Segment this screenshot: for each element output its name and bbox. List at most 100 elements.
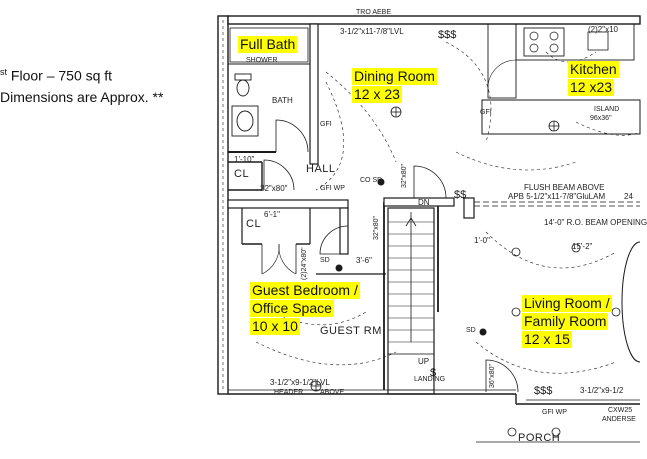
apb-24-label: 24 [624, 192, 633, 201]
dim-1-10: 1'-10" [234, 155, 255, 164]
hall-wall-horizontal [227, 199, 349, 209]
burner-2 [549, 31, 559, 41]
sd-dot-living [479, 328, 487, 336]
plan-top-beam: 3-1/2"x11-7/8"LVL [340, 27, 404, 36]
stair-up-label: UP [418, 357, 430, 366]
switch-symbols: $$$ $$ $ $$$ [430, 29, 552, 397]
bath-door-swing [275, 119, 309, 153]
floor-plan: $$$ $$ $ $$$ TRO AEBE 3-1/2"x11-7/8"LVL … [216, 9, 647, 459]
burner-4 [549, 43, 559, 53]
cxw25-label: CXW25 [608, 407, 633, 414]
toilet-tank [234, 73, 252, 81]
hall-door-swing [263, 159, 295, 191]
guest-door-swing [319, 225, 349, 255]
svg-text:$$$: $$$ [534, 385, 552, 397]
light-fixtures [297, 106, 621, 437]
header-above-label: ABOVE [320, 389, 345, 396]
floor-ordinal-suffix: st [0, 67, 8, 77]
stair-wall-right [463, 197, 475, 219]
shower-box [229, 27, 309, 63]
room-guest-line2: Office Space [250, 300, 334, 317]
gfi-kitchen: GFI [480, 109, 492, 116]
sink-basin [236, 110, 254, 132]
svg-text:$: $ [430, 367, 436, 379]
closet-door-b-arc [278, 243, 297, 275]
kitchen-sink [587, 31, 609, 51]
gfi-wp-hall: GFI WP [320, 185, 345, 192]
dim-14-0-beam: 14'-0" R.O. BEAM OPENING [544, 218, 647, 227]
floor-plan-drawing: $$$ $$ $ $$$ [217, 15, 641, 443]
island-label: ISLAND [594, 106, 620, 113]
fridge-door-swing [487, 59, 517, 89]
sd-dot-guest [335, 264, 343, 272]
co-sd-dot-hall [377, 178, 385, 186]
hall-label: HALL [306, 163, 336, 175]
apb-beam-label: APB 5-1/2"x11-7/8"GluLAM [508, 192, 606, 201]
bath-label: BATH [272, 96, 293, 105]
stair-down-label: DN [418, 198, 430, 207]
door-32x80-vertical-a: 32"x80" [401, 163, 408, 188]
wall-top [227, 15, 641, 25]
range [523, 27, 565, 57]
room-dining-name: Dining Room [352, 68, 437, 85]
landing-label: LANDING [414, 376, 446, 383]
room-dining-size: 12 x 23 [352, 86, 402, 103]
guest-rm-label: GUEST RM [320, 325, 382, 337]
switch-circuits [255, 41, 641, 374]
stair-door-swing [413, 165, 447, 199]
dim-1-0: 1'-0" [474, 236, 490, 245]
gfi-bath: GFI [320, 121, 332, 128]
room-guest-size: 10 x 10 [250, 318, 300, 335]
shower-label: SHOWER [246, 57, 278, 64]
flush-beam-label: FLUSH BEAM ABOVE [524, 183, 605, 192]
plan-top-right-label: (2)2"x10 [588, 25, 618, 34]
room-kitchen-size: 12 x23 [568, 79, 615, 96]
header-label: HEADER [274, 389, 304, 396]
sd-living-label: SD [466, 327, 476, 334]
gfi-porch: GFI WP [542, 409, 567, 416]
sd-guest-label: SD [320, 257, 330, 264]
co-sd-hall-label: CO SD [360, 177, 383, 184]
room-kitchen-name: Kitchen [568, 61, 619, 78]
room-living-line1: Living Room / [522, 295, 612, 312]
door-2-24x80: (2)24"x80" [301, 247, 308, 280]
closet-door-a-arc [261, 243, 280, 275]
header-beam-label: 3-1/2"x9-1/2"LVL [270, 378, 330, 387]
right-beam-label: 3-1/2"x9-1/2 [580, 386, 624, 395]
island-size-label: 96x36" [590, 115, 612, 122]
floor-area-note: st Floor – 750 sq ft [0, 63, 112, 85]
dimensions-note: Dimensions are Approx. ** [0, 89, 164, 105]
room-full-bath: Full Bath [238, 36, 298, 53]
stair-wall-top [383, 197, 455, 207]
burner-1 [529, 31, 539, 41]
dim-3-6: 3'-6" [356, 256, 372, 265]
plan-top-cut-label: TRO AEBE [356, 9, 392, 16]
stair-outline [387, 207, 435, 395]
door-32x80-vertical-b: 32"x80" [373, 215, 380, 240]
room-living-line2: Family Room [522, 313, 609, 330]
closet-label-2: CL [246, 218, 262, 230]
door-36x80: 36"x80" [489, 363, 496, 388]
bath-wall-right [309, 23, 319, 165]
closet-label-1: CL [234, 168, 250, 180]
door-32x80-hall: 32"x80" [260, 184, 288, 193]
svg-text:$$$: $$$ [438, 29, 456, 41]
room-living-size: 12 x 15 [522, 331, 572, 348]
kitchen-counter-left [487, 23, 517, 99]
kitchen-island [481, 99, 641, 135]
room-guest-line1: Guest Bedroom / [250, 282, 360, 299]
toilet-bowl [236, 79, 250, 97]
guest-wall-right [339, 207, 349, 255]
wall-left [217, 15, 229, 395]
landing-box [387, 353, 435, 391]
living-door-swing [485, 359, 519, 393]
svg-text:$$: $$ [454, 189, 466, 201]
dim-15-2: 15'-2" [572, 242, 593, 251]
burner-3 [529, 43, 539, 53]
floor-area-text: Floor – 750 sq ft [10, 67, 113, 84]
dim-6-1: 6'-1" [264, 210, 280, 219]
porch-label: PORCH [518, 432, 561, 444]
sink-counter [231, 105, 259, 137]
stair-arrow-head [405, 217, 417, 227]
andersen-label: ANDERSE [602, 416, 636, 423]
